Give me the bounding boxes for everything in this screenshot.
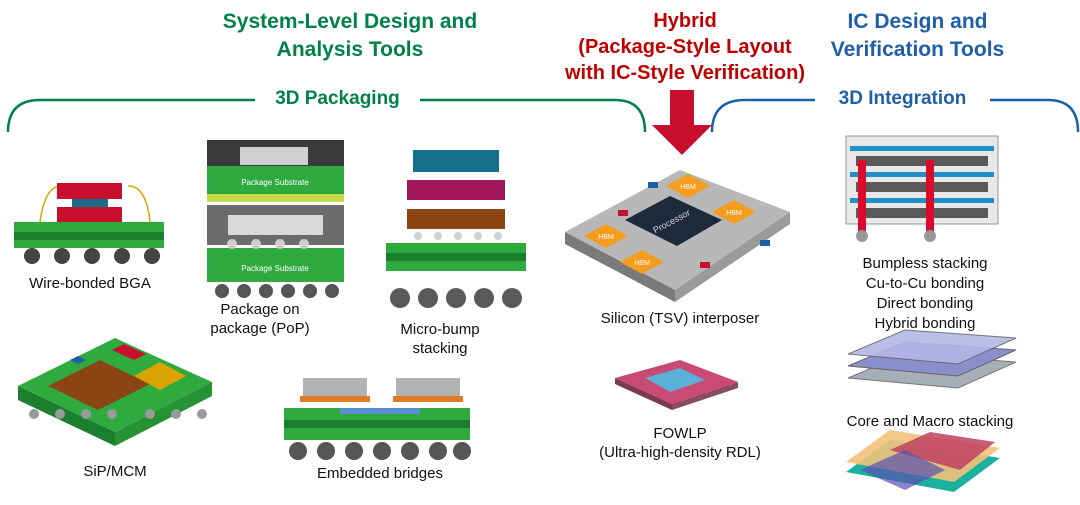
wire-bonded-bga-balls xyxy=(24,248,160,264)
pop-balls xyxy=(215,239,339,298)
solder-ball xyxy=(446,288,466,308)
solder-ball xyxy=(275,239,285,249)
fowlp-label-line2: (Ultra-high-density RDL) xyxy=(599,444,761,461)
bumpless-label-line1: Bumpless stacking xyxy=(862,255,988,272)
solder-ball xyxy=(434,232,442,240)
micro-bump-label-line2: stacking xyxy=(412,340,468,357)
integration-bracket xyxy=(710,98,1080,133)
solder-ball xyxy=(494,232,502,240)
solder-ball xyxy=(197,409,207,419)
solder-ball xyxy=(55,409,65,419)
solder-ball xyxy=(345,442,363,460)
ic-design-header: IC Design and Verification Tools xyxy=(800,8,1035,64)
solder-ball xyxy=(474,232,482,240)
system-level-header: System-Level Design and Analysis Tools xyxy=(150,8,550,64)
packaging-bracket xyxy=(6,98,647,133)
integration-bracket-label: 3D Integration xyxy=(815,88,990,110)
solder-ball xyxy=(114,248,130,264)
ic-design-header-line1: IC Design and xyxy=(847,10,988,33)
pop-label-line1: Package on xyxy=(220,301,300,318)
hybrid-bonding-art xyxy=(846,430,1000,492)
solder-ball xyxy=(251,239,261,249)
micro-bump-label: Micro-bump stacking xyxy=(380,320,500,358)
solder-ball xyxy=(502,288,522,308)
fowlp-art xyxy=(615,360,738,410)
pop-art: Package Substrate Package Substrate xyxy=(207,140,344,282)
hybrid-header-line1: Hybrid xyxy=(653,10,717,32)
solder-ball xyxy=(373,442,391,460)
solder-ball xyxy=(237,284,251,298)
solder-ball xyxy=(215,284,229,298)
sip-mcm-pins xyxy=(29,409,207,419)
solder-ball xyxy=(54,248,70,264)
solder-ball xyxy=(259,284,273,298)
system-level-header-line2: Analysis Tools xyxy=(276,38,424,61)
bumpless-stacking-art xyxy=(845,135,999,242)
solder-ball xyxy=(418,288,438,308)
bumpless-label: Bumpless stacking Cu-to-Cu bonding Direc… xyxy=(830,254,1020,334)
pop-label-line2: package (PoP) xyxy=(210,320,310,337)
core-macro-art xyxy=(847,329,1017,389)
bumpless-label-line4: Hybrid bonding xyxy=(874,315,976,332)
solder-ball xyxy=(414,232,422,240)
packaging-bracket-label: 3D Packaging xyxy=(255,88,420,110)
solder-ball xyxy=(145,409,155,419)
solder-ball xyxy=(144,248,160,264)
hbm-1-text: HBM xyxy=(598,234,614,241)
solder-ball xyxy=(474,288,494,308)
solder-ball xyxy=(325,284,339,298)
solder-ball xyxy=(81,409,91,419)
micro-bump-balls xyxy=(390,232,522,308)
fowlp-label: FOWLP (Ultra-high-density RDL) xyxy=(580,424,780,462)
solder-ball xyxy=(299,239,309,249)
solder-ball xyxy=(317,442,335,460)
solder-ball xyxy=(24,248,40,264)
solder-ball xyxy=(429,442,447,460)
system-level-header-line1: System-Level Design and xyxy=(222,10,478,33)
pop-substrate-bottom-text: Package Substrate xyxy=(241,264,309,273)
solder-ball xyxy=(107,409,117,419)
embedded-bridges-label: Embedded bridges xyxy=(317,465,443,482)
solder-ball xyxy=(454,232,462,240)
embedded-bridges-art xyxy=(284,378,470,440)
embedded-bridges-balls xyxy=(289,442,471,460)
sip-mcm-label: SiP/MCM xyxy=(83,463,147,480)
hybrid-header-line2: (Package-Style Layout xyxy=(578,36,792,58)
hbm-3-text: HBM xyxy=(680,184,696,191)
micro-bump-label-line1: Micro-bump xyxy=(400,321,480,338)
hybrid-arrow-icon xyxy=(652,90,712,155)
solder-ball xyxy=(303,284,317,298)
solder-ball xyxy=(29,409,39,419)
hbm-2-text: HBM xyxy=(634,260,650,267)
solder-ball xyxy=(453,442,471,460)
solder-ball xyxy=(281,284,295,298)
pop-substrate-top-text: Package Substrate xyxy=(241,178,309,187)
solder-ball xyxy=(289,442,307,460)
silicon-interposer-art: Processor HBM HBM HBM HBM xyxy=(565,170,790,302)
wire-bonded-bga-art xyxy=(14,183,164,248)
solder-ball xyxy=(84,248,100,264)
solder-ball xyxy=(401,442,419,460)
hbm-4-text: HBM xyxy=(726,210,742,217)
bumpless-label-line3: Direct bonding xyxy=(876,295,974,312)
sip-mcm-art xyxy=(18,338,212,446)
solder-ball xyxy=(390,288,410,308)
hybrid-header: Hybrid (Package-Style Layout with IC-Sty… xyxy=(540,8,830,86)
fowlp-label-line1: FOWLP xyxy=(653,425,707,442)
bumpless-label-line2: Cu-to-Cu bonding xyxy=(865,275,985,292)
silicon-interposer-label: Silicon (TSV) interposer xyxy=(600,310,760,327)
ic-design-header-line2: Verification Tools xyxy=(830,38,1005,61)
micro-bump-art xyxy=(386,150,526,271)
solder-ball xyxy=(171,409,181,419)
solder-ball xyxy=(227,239,237,249)
core-macro-label: Core and Macro stacking xyxy=(846,413,1014,430)
pop-label: Package on package (PoP) xyxy=(195,300,325,338)
wire-bonded-bga-label: Wire-bonded BGA xyxy=(29,275,151,292)
hybrid-header-line3: with IC-Style Verification) xyxy=(564,62,806,84)
